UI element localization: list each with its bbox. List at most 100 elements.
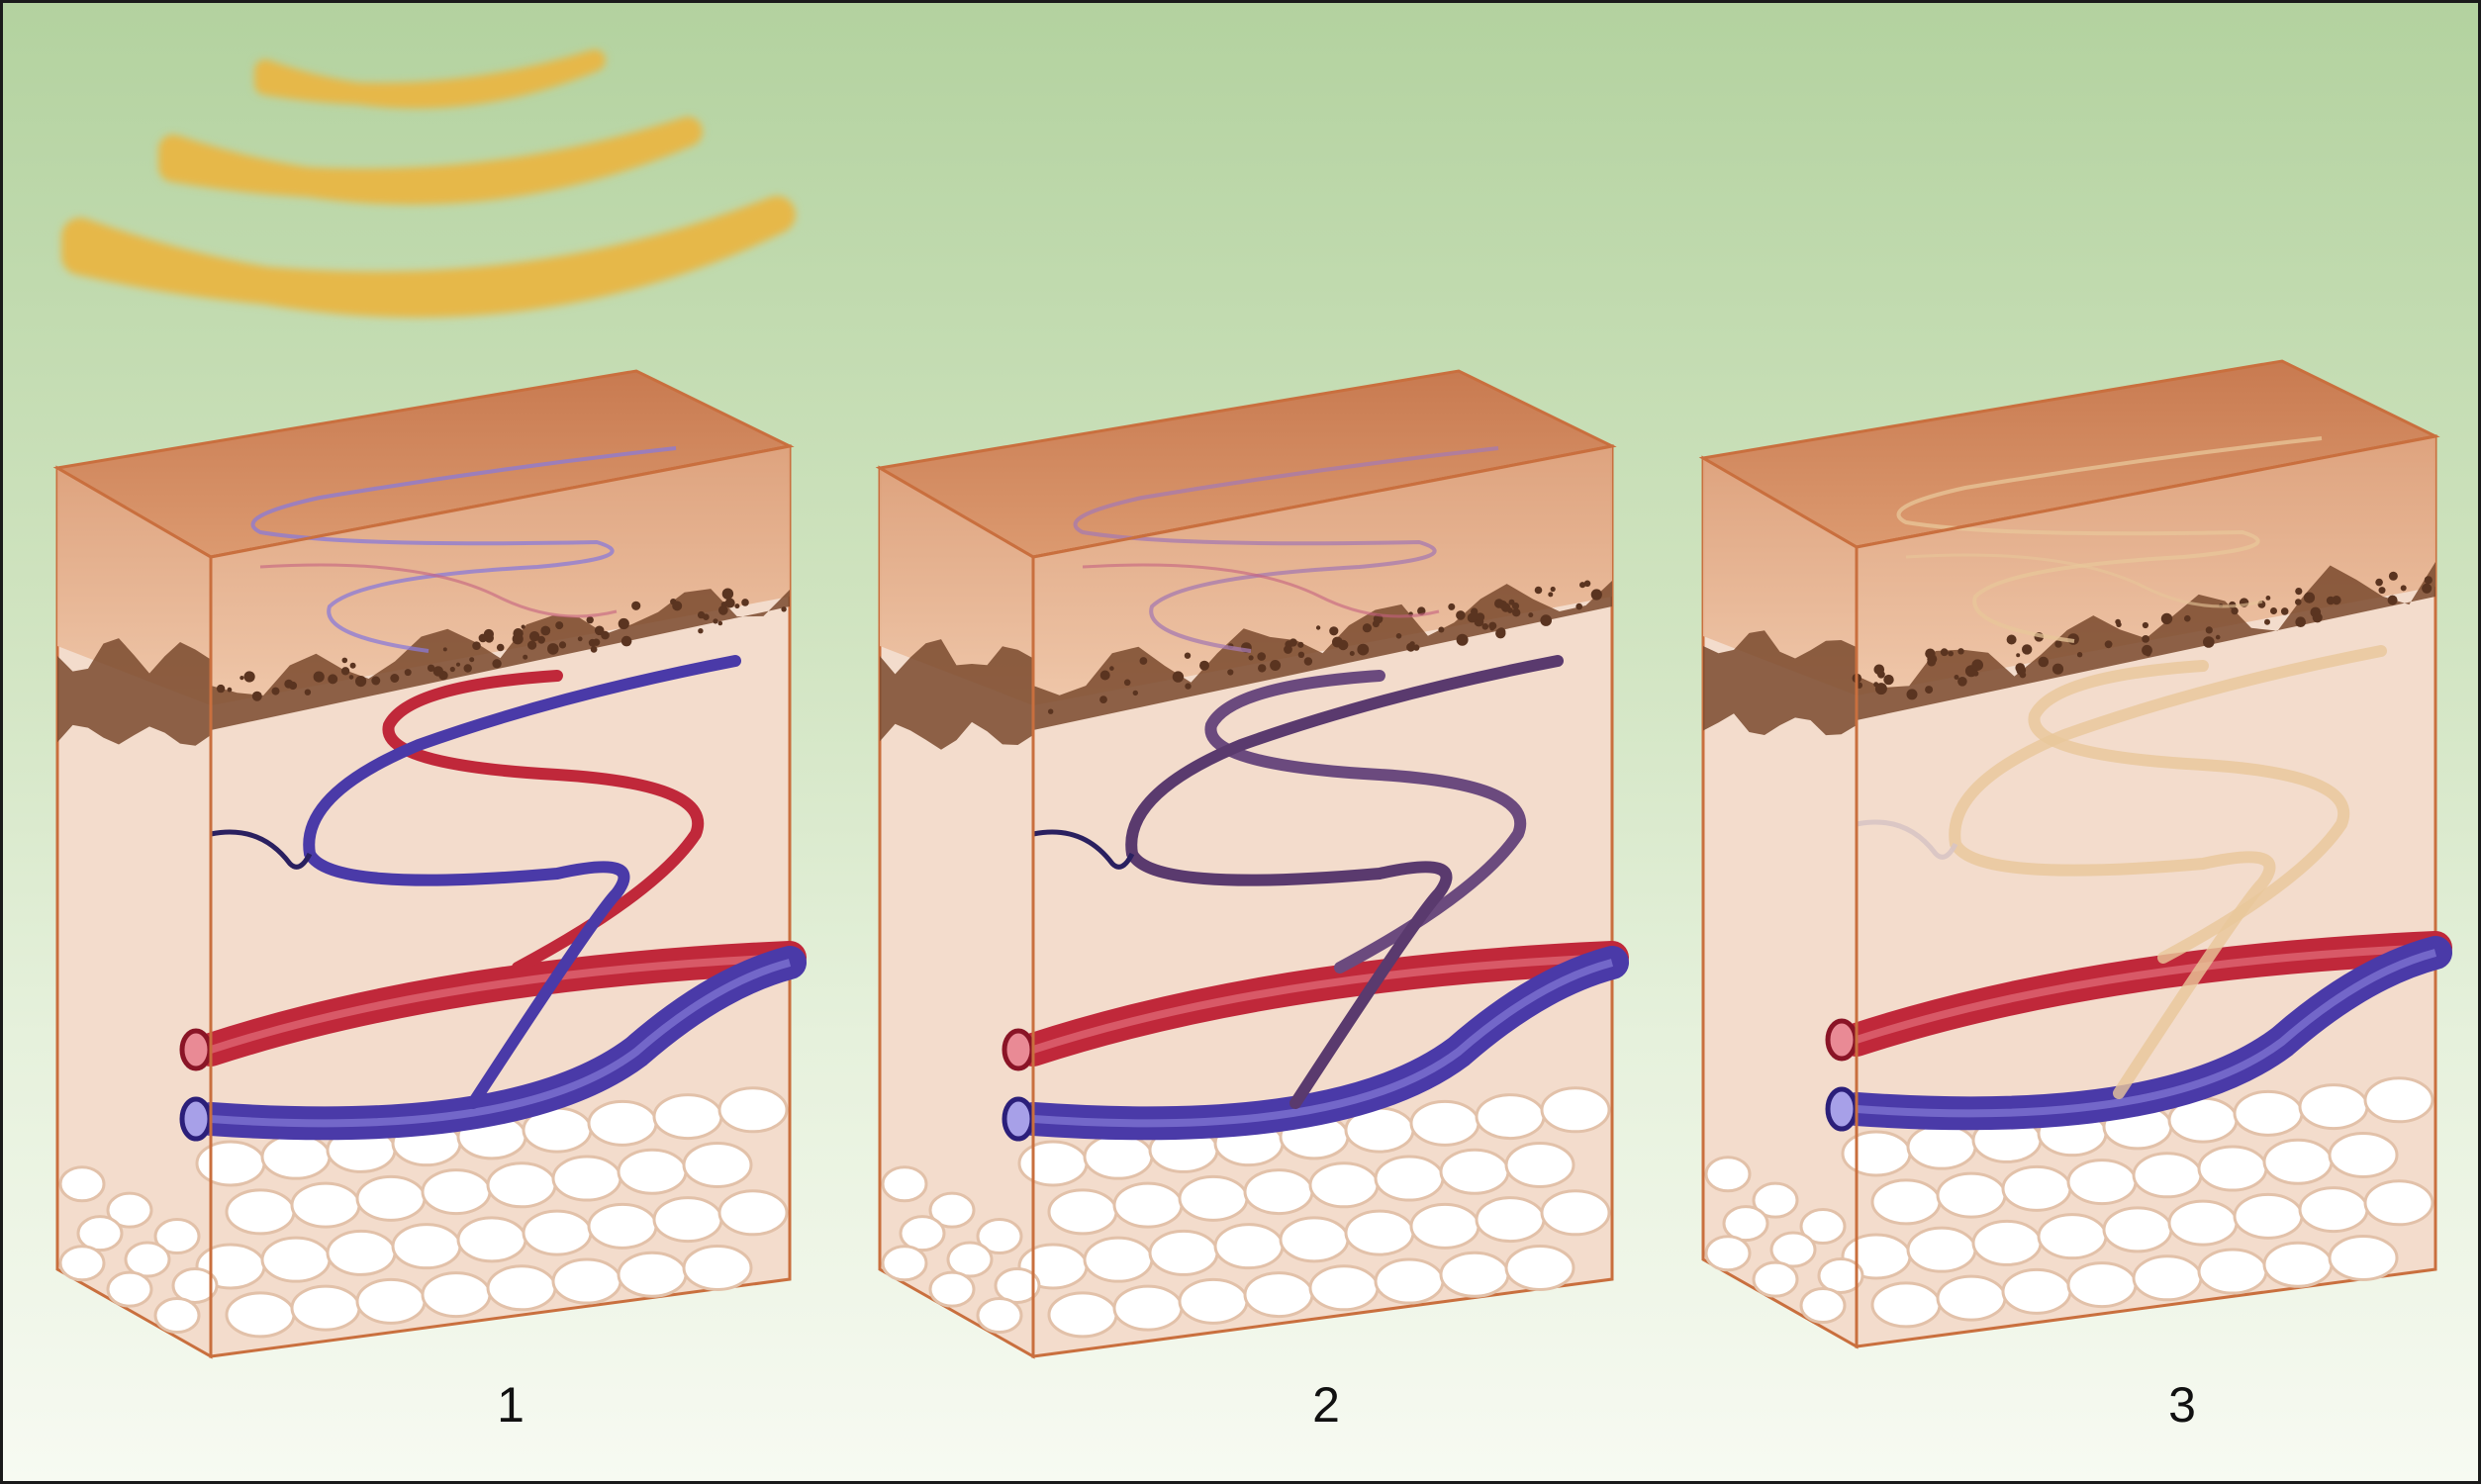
melanin-speck bbox=[2146, 651, 2151, 657]
fat-cell bbox=[928, 1191, 976, 1229]
fat-cell bbox=[171, 1266, 219, 1304]
melanin-speck bbox=[455, 662, 461, 667]
connecting-vessel bbox=[1032, 829, 1135, 870]
melanin-speck bbox=[2205, 626, 2213, 634]
fat-cell bbox=[391, 1223, 462, 1270]
epidermis-front bbox=[211, 446, 790, 705]
melanin-speck bbox=[2054, 640, 2062, 648]
melanin-speck bbox=[227, 687, 233, 693]
melanin-layer-side bbox=[880, 639, 1033, 755]
fat-cell bbox=[2328, 1131, 2399, 1178]
fat-cell bbox=[881, 1245, 928, 1282]
melanin-speck bbox=[284, 679, 294, 689]
melanin-speck bbox=[2016, 653, 2021, 658]
fat-cell bbox=[421, 1168, 492, 1216]
melanin-speck bbox=[521, 624, 525, 629]
fat-cell bbox=[225, 1291, 296, 1339]
epidermis-front bbox=[1033, 446, 1612, 705]
melanin-speck bbox=[239, 676, 244, 681]
melanin-speck bbox=[432, 666, 443, 677]
capillary-arterial bbox=[1204, 670, 1527, 974]
melanin-speck bbox=[1470, 611, 1479, 620]
fat-cell bbox=[1906, 1226, 1977, 1273]
panel-label-1: 1 bbox=[497, 1377, 525, 1433]
fat-cell bbox=[1279, 1216, 1350, 1263]
melanin-speck bbox=[2295, 599, 2302, 605]
melanin-speck bbox=[2387, 595, 2398, 605]
fat-cell bbox=[1799, 1208, 1847, 1246]
capillary-arterial bbox=[382, 670, 705, 974]
melanin-speck bbox=[1172, 671, 1185, 683]
fat-cell bbox=[58, 1165, 106, 1203]
fat-cell bbox=[1243, 1168, 1314, 1216]
melanin-speck bbox=[313, 671, 325, 683]
artery-highlight bbox=[1031, 954, 1613, 1054]
fat-cell bbox=[153, 1218, 201, 1255]
melanin-speck bbox=[1456, 633, 1469, 646]
melanin-speck bbox=[1495, 628, 1506, 639]
melanin-speck bbox=[590, 646, 598, 653]
fat-cell bbox=[1308, 1264, 1380, 1312]
artery-highlight bbox=[209, 954, 791, 1054]
melanin-speck bbox=[2142, 621, 2148, 629]
fat-cell bbox=[58, 1245, 106, 1282]
melanin-speck bbox=[216, 684, 226, 694]
fat-cell bbox=[2167, 1199, 2239, 1247]
melanin-speck bbox=[527, 640, 537, 650]
fat-cell bbox=[976, 1297, 1023, 1335]
epidermis-front bbox=[1857, 436, 2435, 696]
melanin-speck bbox=[540, 625, 551, 636]
vein-highlight bbox=[210, 959, 792, 1128]
melanin-speck bbox=[2203, 636, 2215, 648]
melanin-speck bbox=[2270, 607, 2277, 614]
fat-cell bbox=[1971, 1219, 2043, 1266]
melanin-speck bbox=[472, 641, 481, 650]
fat-cell bbox=[1936, 1274, 2007, 1322]
superficial-capillary-2 bbox=[259, 563, 618, 618]
fat-cell bbox=[2066, 1159, 2138, 1206]
fat-cell bbox=[899, 1215, 946, 1252]
fat-cell bbox=[1704, 1156, 1752, 1193]
melanin-speck bbox=[2038, 656, 2050, 668]
melanin-speck bbox=[1954, 675, 1959, 680]
melanin-speck bbox=[741, 599, 749, 606]
superficial-capillary-2 bbox=[1905, 553, 2263, 608]
fat-cell bbox=[1148, 1229, 1219, 1276]
fat-cell bbox=[2001, 1164, 2072, 1212]
fat-cell bbox=[486, 1264, 557, 1312]
fat-cell bbox=[2262, 1241, 2334, 1288]
melanin-speck bbox=[1590, 589, 1602, 601]
fat-cell bbox=[522, 1209, 593, 1256]
fat-cell bbox=[1308, 1161, 1380, 1209]
melanin-speck bbox=[390, 674, 400, 683]
melanin-speck bbox=[340, 667, 350, 676]
melanin-speck bbox=[2280, 607, 2289, 615]
fat-cell bbox=[652, 1196, 723, 1244]
fat-cell bbox=[76, 1215, 124, 1252]
panel-label-3: 3 bbox=[2168, 1377, 2196, 1433]
fat-cell bbox=[1540, 1189, 1611, 1237]
artery-highlight bbox=[1855, 944, 2436, 1044]
melanin-speck bbox=[781, 606, 787, 612]
superficial-capillary-2 bbox=[1082, 563, 1440, 618]
melanin-speck bbox=[631, 601, 641, 610]
fat-cell bbox=[260, 1133, 332, 1180]
melanin-speck bbox=[1511, 603, 1520, 610]
melanin-speck bbox=[304, 689, 312, 696]
melanin-speck bbox=[2295, 588, 2303, 596]
fat-cell bbox=[2363, 1076, 2434, 1124]
melanin-speck bbox=[1099, 670, 1110, 681]
fat-cell bbox=[260, 1236, 332, 1283]
melanin-speck bbox=[1123, 679, 1131, 687]
melanin-speck bbox=[1395, 633, 1402, 639]
fat-cell bbox=[1409, 1099, 1480, 1147]
melanin-speck bbox=[1948, 650, 1954, 657]
melanin-speck bbox=[1132, 690, 1138, 696]
fat-cell bbox=[486, 1161, 557, 1209]
melanin-speck bbox=[463, 664, 472, 673]
melanin-speck bbox=[2116, 621, 2122, 627]
vein-lumen bbox=[1002, 1096, 1035, 1142]
melanin-speck bbox=[2184, 614, 2191, 622]
epidermis-side bbox=[1703, 458, 1857, 696]
melanin-speck bbox=[537, 635, 545, 644]
